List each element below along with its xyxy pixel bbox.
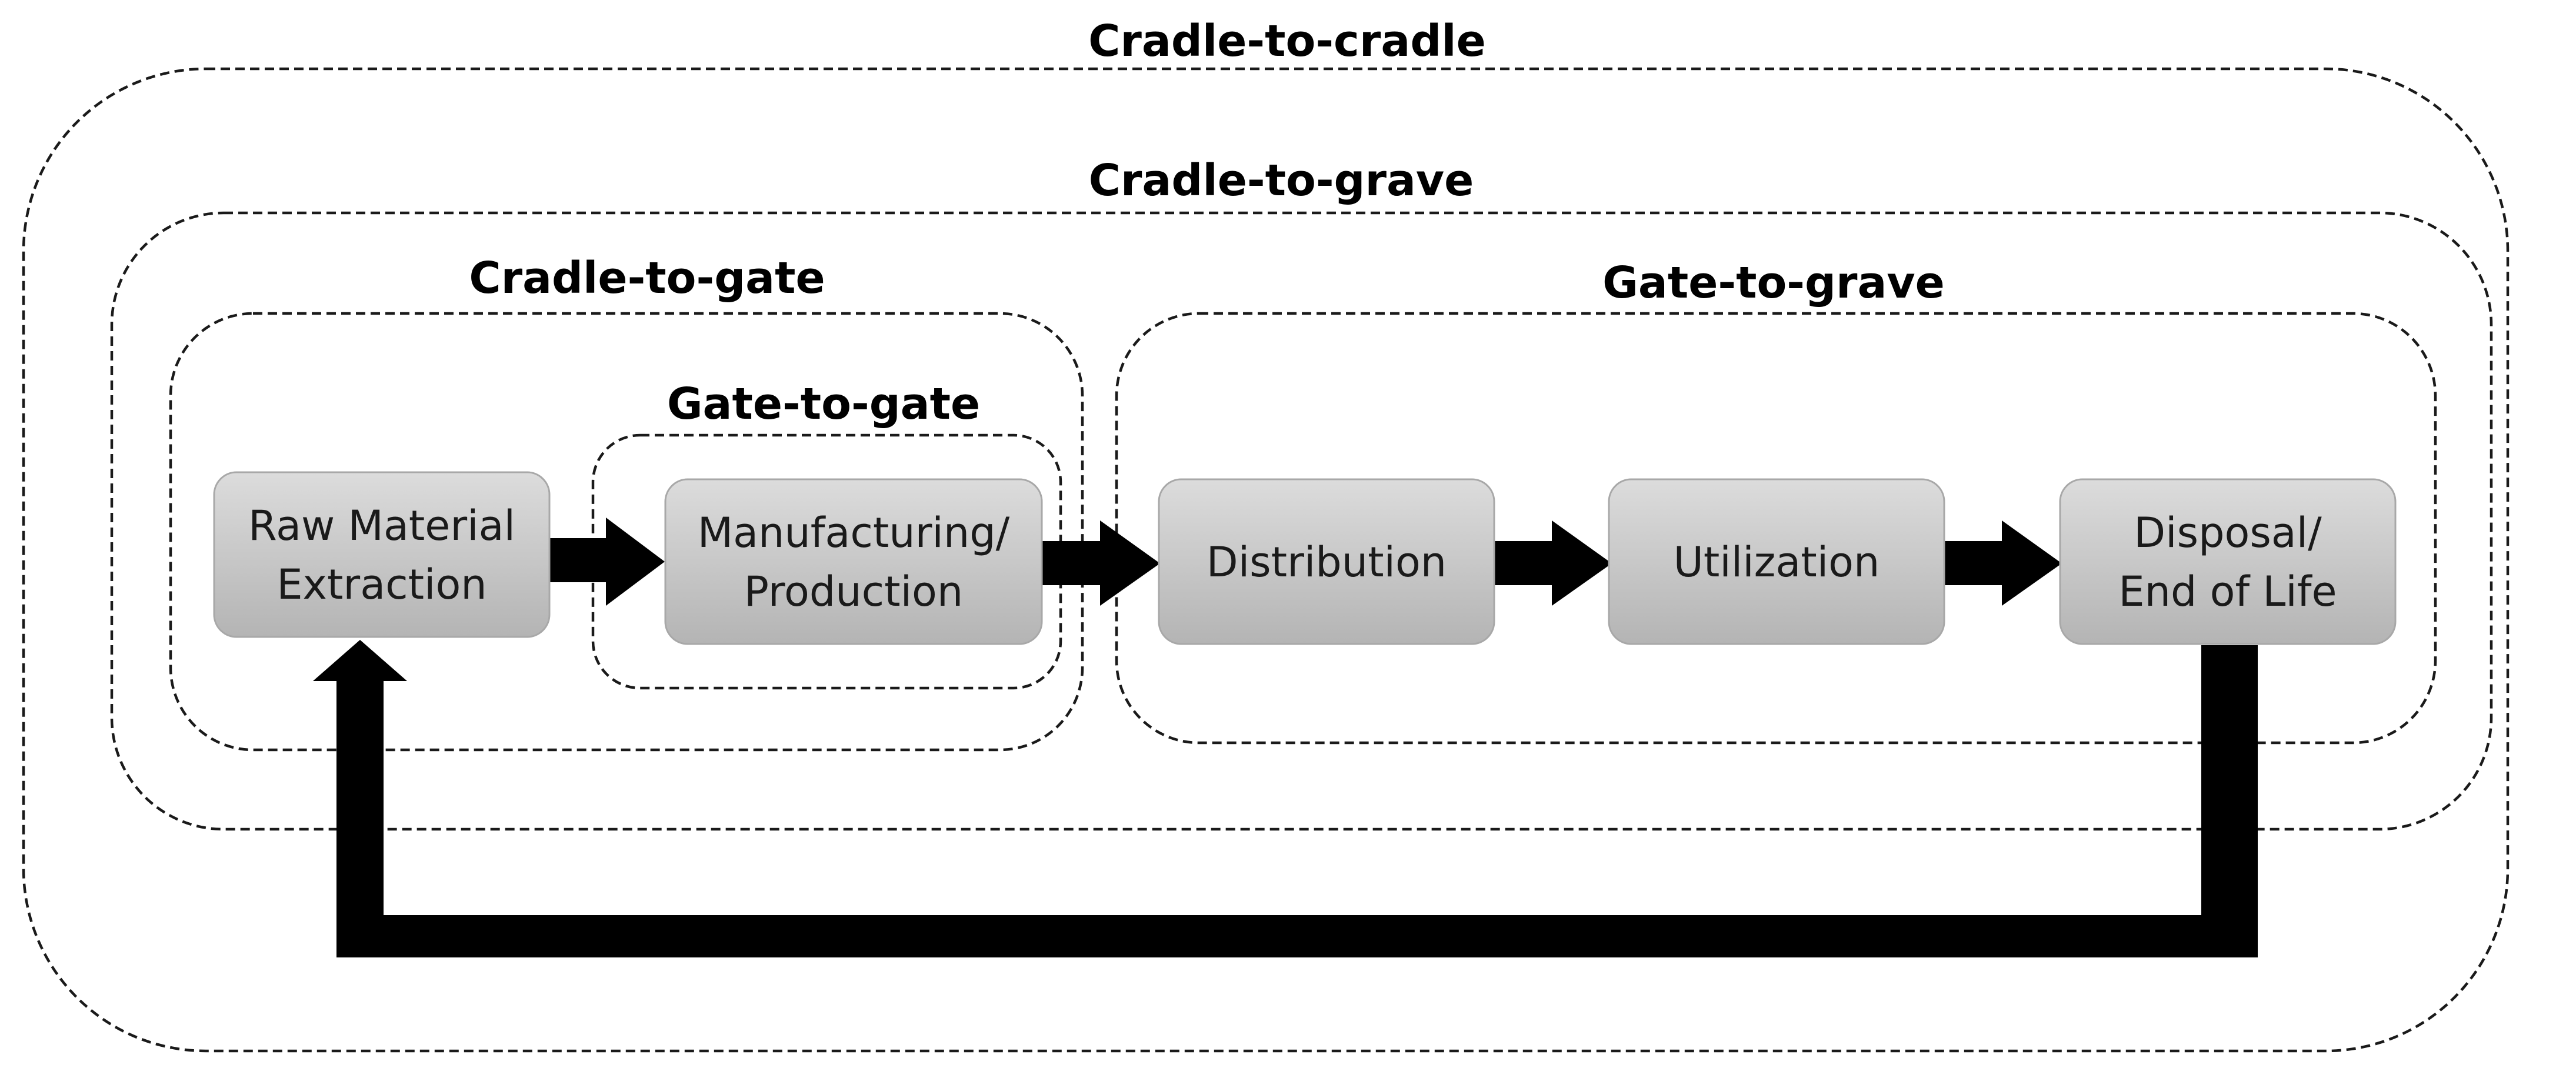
stage-manufacturing-production: Manufacturing/ Production (664, 478, 1043, 645)
stage-raw-material-label-line2: Extraction (276, 560, 486, 609)
gate-to-gate-label: Gate-to-gate (667, 379, 980, 429)
stage-manufacturing-label-line2: Production (744, 568, 963, 616)
cradle-to-grave-boundary (110, 211, 2493, 831)
arrow-recycle-loop (313, 640, 2258, 957)
cradle-to-cradle-label: Cradle-to-cradle (1088, 16, 1486, 66)
cradle-to-gate-label: Cradle-to-gate (469, 253, 825, 303)
gate-to-grave-boundary (1115, 312, 2437, 745)
stage-disposal-label-line2: End of Life (2118, 568, 2337, 616)
arrow-distribution-to-utilization (1493, 520, 1612, 606)
stage-raw-material-extraction: Raw Material Extraction (213, 471, 551, 638)
stage-disposal-label-line1: Disposal/ (2134, 509, 2322, 557)
stage-distribution: Distribution (1158, 478, 1495, 645)
arrow-utilization-to-disposal (1944, 520, 2062, 606)
stage-manufacturing-label-line1: Manufacturing/ (698, 509, 1010, 557)
gate-to-grave-label: Gate-to-grave (1602, 258, 1945, 308)
arrow-manufacturing-to-distribution (1042, 520, 1160, 606)
cradle-to-grave-label: Cradle-to-grave (1089, 155, 1474, 206)
stage-distribution-label: Distribution (1207, 538, 1447, 586)
cradle-to-gate-boundary (169, 312, 1084, 752)
stage-disposal-end-of-life: Disposal/ End of Life (2059, 478, 2397, 645)
arrow-extraction-to-manufacturing (550, 518, 665, 606)
stage-raw-material-label-line1: Raw Material (248, 502, 515, 550)
stage-utilization-label: Utilization (1674, 538, 1880, 586)
stage-utilization: Utilization (1608, 478, 1945, 645)
cradle-to-cradle-boundary (22, 67, 2510, 1053)
